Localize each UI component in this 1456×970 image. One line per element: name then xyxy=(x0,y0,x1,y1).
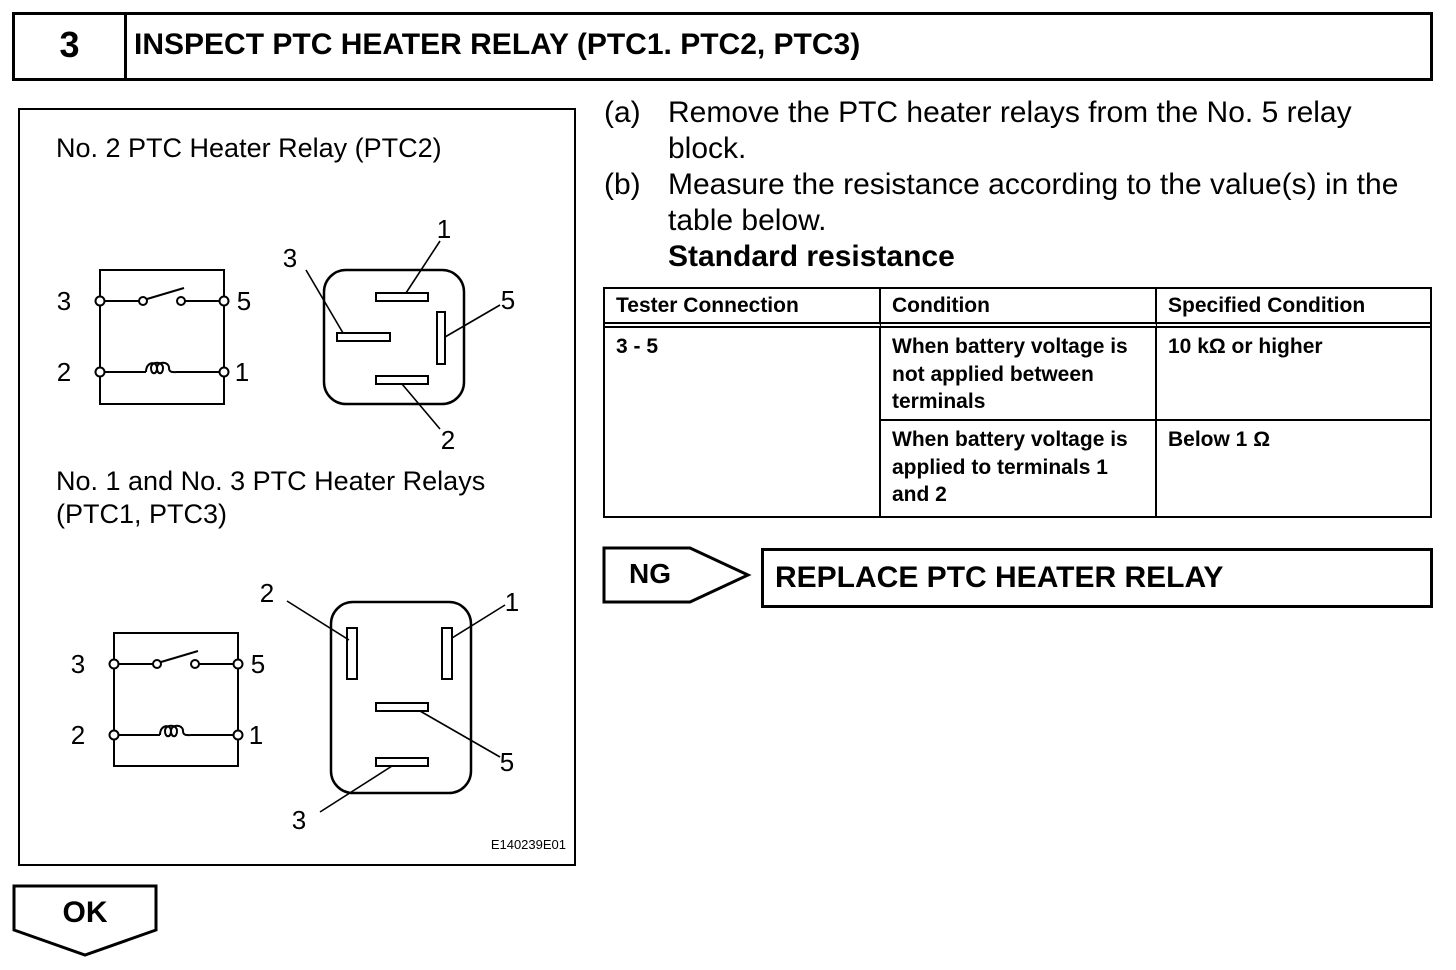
terminal-label: 3 xyxy=(57,286,71,316)
ptc2-caption: No. 2 PTC Heater Relay (PTC2) xyxy=(56,133,442,163)
pin-leader-line xyxy=(305,269,344,334)
connector-outline xyxy=(329,600,473,795)
coil-winding xyxy=(145,361,181,375)
pin-label: 3 xyxy=(283,243,297,273)
pin-leader-line xyxy=(286,600,350,641)
pin-leader-line xyxy=(405,240,441,294)
table-header-cell: Specified Condition xyxy=(1157,289,1430,328)
terminal-label: 3 xyxy=(71,649,85,679)
pin-leader-line xyxy=(319,765,393,813)
switch-contact xyxy=(190,659,200,669)
specified-condition-cell: 10 kΩ or higher xyxy=(1157,328,1430,421)
pin-label: 2 xyxy=(441,425,455,455)
arrow-outline xyxy=(12,884,158,957)
pin-leader-line xyxy=(444,304,501,338)
specified-condition-cell: Below 1 Ω xyxy=(1168,428,1271,451)
connector-pin xyxy=(336,332,391,342)
relay-switch-symbol xyxy=(118,650,234,669)
pin-label: 5 xyxy=(501,285,515,315)
table-header-cell: Condition xyxy=(881,289,1157,328)
ptc2-schematic: 3 5 2 1 xyxy=(57,269,251,405)
ptc1-ptc3-schematic: 3 5 2 1 xyxy=(71,632,265,767)
instruction-text: Remove the PTC heater relays from the No… xyxy=(668,96,1352,165)
terminal-label: 2 xyxy=(57,357,71,387)
tester-connection-cell: 3 - 5 xyxy=(605,328,881,516)
table-header-cell: Tester Connection xyxy=(605,289,881,328)
connector-pin xyxy=(375,375,429,385)
condition-cell: When battery voltage is applied to termi… xyxy=(881,421,1157,516)
relay-coil-symbol xyxy=(118,724,234,738)
ok-label: OK xyxy=(62,896,108,929)
connector-outline xyxy=(322,268,466,406)
terminal-circle xyxy=(218,366,230,378)
pin-leader-line xyxy=(401,383,441,430)
terminal-label: 2 xyxy=(71,720,85,750)
pin-leader-line xyxy=(451,604,506,639)
pin-label: 5 xyxy=(500,747,514,777)
terminal-label: 1 xyxy=(249,720,263,750)
relay-body-outline xyxy=(99,269,225,405)
figure-id: E140239E01 xyxy=(490,837,566,852)
connector-pin xyxy=(346,627,358,680)
step-title: INSPECT PTC HEATER RELAY (PTC1. PTC2, PT… xyxy=(134,27,861,61)
relay-illustration: 3 5 2 1 1 3 5 2 xyxy=(18,108,576,866)
terminal-circle xyxy=(232,658,244,670)
switch-blade xyxy=(146,287,185,300)
switch-contact xyxy=(152,659,162,669)
connector-pin xyxy=(441,627,453,680)
relay-body-outline xyxy=(113,632,239,767)
pin-label: 1 xyxy=(505,587,519,617)
ptc1-ptc3-caption: No. 1 and No. 3 PTC Heater Relays (PTC1,… xyxy=(56,466,486,529)
switch-contact xyxy=(176,296,186,306)
pin-label: 3 xyxy=(292,805,306,835)
step-number: 3 xyxy=(15,15,127,78)
terminal-label: 5 xyxy=(251,649,265,679)
terminal-circle xyxy=(218,295,230,307)
resistance-table: Tester Connection Condition Specified Co… xyxy=(603,287,1432,518)
instruction-item: (b) Measure the resistance according to … xyxy=(604,167,1444,239)
arrow-outline xyxy=(602,546,752,604)
ptc2-connector: 1 3 5 2 xyxy=(283,214,515,455)
ng-result-arrow: NG xyxy=(602,546,752,606)
relay-diagrams: 3 5 2 1 1 3 5 2 xyxy=(57,214,519,835)
terminal-label: 5 xyxy=(237,286,251,316)
spec-heading: Standard resistance xyxy=(668,240,955,273)
ok-result-arrow: OK xyxy=(12,884,160,958)
instruction-marker: (a) xyxy=(604,96,641,129)
schematic-lines xyxy=(94,269,230,405)
switch-contact xyxy=(138,296,148,306)
connector-pin xyxy=(375,757,429,767)
step-header: 3 INSPECT PTC HEATER RELAY (PTC1. PTC2, … xyxy=(12,12,1433,81)
terminal-circle xyxy=(232,729,244,741)
down-arrow-shape xyxy=(12,884,158,957)
instruction-item: (a) Remove the PTC heater relays from th… xyxy=(604,95,1444,167)
terminal-circle xyxy=(94,366,106,378)
pin-leader-line xyxy=(419,710,501,758)
terminal-label: 1 xyxy=(235,357,249,387)
instruction-text: Measure the resistance according to the … xyxy=(668,168,1399,237)
pin-label: 1 xyxy=(437,214,451,244)
relay-coil-symbol xyxy=(104,361,220,375)
connector-pin xyxy=(375,292,429,302)
connector-pin xyxy=(436,311,446,365)
condition-cell: When battery voltage is not applied betw… xyxy=(881,328,1157,421)
ng-label: NG xyxy=(629,558,671,589)
instruction-marker: (b) xyxy=(604,168,641,201)
ptc1-ptc3-connector: 2 1 5 3 xyxy=(260,578,519,835)
coil-winding xyxy=(159,724,195,738)
schematic-lines xyxy=(108,632,244,767)
connector-pin xyxy=(375,702,429,712)
right-arrow-shape xyxy=(602,546,752,604)
terminal-circle xyxy=(108,729,120,741)
instructions: (a) Remove the PTC heater relays from th… xyxy=(604,95,1444,275)
terminal-circle xyxy=(94,295,106,307)
pin-label: 2 xyxy=(260,578,274,608)
terminal-circle xyxy=(108,658,120,670)
relay-switch-symbol xyxy=(104,287,220,306)
ng-action-box: REPLACE PTC HEATER RELAY xyxy=(761,548,1433,608)
switch-blade xyxy=(160,650,199,663)
